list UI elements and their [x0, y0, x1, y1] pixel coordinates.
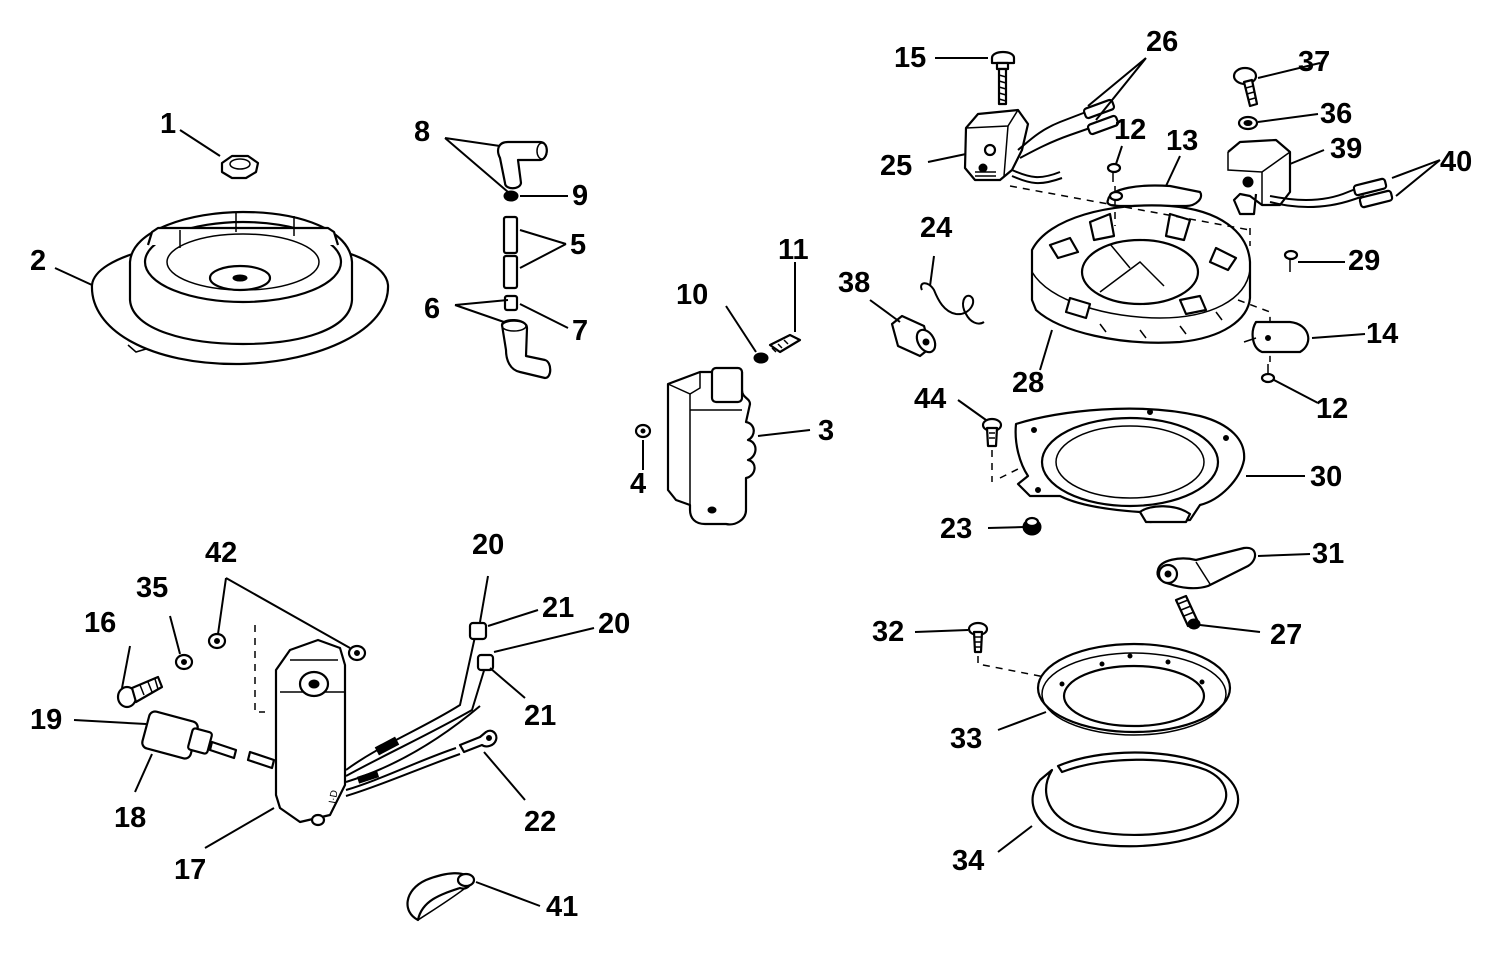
callout-26: 26: [1146, 26, 1178, 58]
sensor-39: [1227, 138, 1292, 216]
callout-42: 42: [205, 537, 237, 569]
callout-9: 9: [572, 180, 588, 212]
ring-terminal-22: [458, 729, 498, 754]
callout-27: 27: [1270, 619, 1302, 651]
washer-42b: [347, 644, 367, 662]
callout-18: 18: [114, 802, 146, 834]
callout-31: 31: [1312, 538, 1344, 570]
callout-25: 25: [880, 150, 912, 182]
screw-12a: [1106, 162, 1122, 182]
screw-29: [1283, 249, 1299, 272]
callout-32: 32: [872, 616, 904, 648]
screw-11: [768, 333, 802, 354]
callout-24: 24: [920, 212, 952, 244]
cover-14: [1243, 320, 1310, 354]
callout-15: 15: [894, 42, 926, 74]
callout-20b: 20: [598, 608, 630, 640]
callout-39: 39: [1330, 133, 1362, 165]
callout-19: 19: [30, 704, 62, 736]
callout-11: 11: [778, 234, 809, 266]
callout-44: 44: [914, 383, 946, 415]
timer-base-sensor-25: [963, 108, 1030, 182]
callout-37: 37: [1298, 46, 1330, 78]
spark-plug-boot-upper: [497, 140, 548, 190]
ring-plate-33: [1036, 642, 1232, 736]
armature-plate-28: [1030, 204, 1252, 344]
clip-24: [920, 282, 985, 325]
retaining-ring-34: [1031, 751, 1240, 848]
power-pack-wires: [345, 631, 487, 797]
spring-part: [503, 190, 519, 202]
mounting-plate-30: [1014, 407, 1246, 524]
leader-lines: [54, 57, 1441, 907]
clamp-41: [406, 872, 476, 922]
callout-8: 8: [414, 116, 430, 148]
callout-14: 14: [1366, 318, 1398, 350]
callout-20a: 20: [472, 529, 504, 561]
callout-16: 16: [84, 607, 116, 639]
callout-10: 10: [676, 279, 708, 311]
callout-33: 33: [950, 723, 982, 755]
ignition-coil-part: [666, 366, 757, 526]
callout-4: 4: [630, 468, 646, 500]
callout-22: 22: [524, 806, 556, 838]
washer-42a: [207, 632, 227, 650]
screw-27: [1174, 594, 1201, 630]
callout-41: 41: [546, 891, 578, 923]
nut-part: [220, 154, 260, 180]
callout-17: 17: [174, 854, 206, 886]
retainer-13: [1106, 184, 1203, 208]
screw-12b: [1260, 364, 1276, 384]
power-pack-part: I·D: [274, 638, 347, 827]
washer-4: [634, 423, 652, 439]
callout-6: 6: [424, 293, 440, 325]
callout-12a: 12: [1114, 114, 1146, 146]
screw-15: [990, 50, 1016, 106]
callout-21a: 21: [542, 592, 574, 624]
callout-38: 38: [838, 267, 870, 299]
washer-35: [174, 653, 194, 671]
washer-10: [753, 352, 769, 364]
bolt-16: [116, 675, 164, 709]
callout-28: 28: [1012, 367, 1044, 399]
callout-1: 1: [160, 108, 176, 140]
throttle-cam-31: [1156, 546, 1257, 590]
svg-text:I·D: I·D: [327, 789, 340, 804]
callout-7: 7: [572, 315, 588, 347]
connector-plug: [141, 710, 276, 770]
terminal-20b: [476, 653, 495, 672]
terminal-upper: [502, 215, 519, 255]
callout-21b: 21: [524, 700, 556, 732]
alignment-line-a: [1009, 185, 1251, 231]
callout-30: 30: [1310, 461, 1342, 493]
alignment-line-32: [977, 656, 1061, 681]
callout-5: 5: [570, 229, 586, 261]
callout-labels: 1 2 8 9 5 6 7 10 11 3 4 15 26 25 12 13 3…: [30, 26, 1472, 923]
callout-12b: 12: [1316, 393, 1348, 425]
callout-29: 29: [1348, 245, 1380, 277]
terminal-20a: [468, 621, 488, 641]
callout-40: 40: [1440, 146, 1472, 178]
callout-3: 3: [818, 415, 834, 447]
bolt-44: [981, 417, 1003, 448]
nut-23: [1022, 516, 1042, 536]
flywheel-part: [90, 210, 390, 366]
plug-38: [890, 314, 937, 358]
spark-plug-boot-lower: [500, 319, 552, 380]
washer-36: [1237, 115, 1259, 131]
terminal-lower: [502, 254, 519, 290]
callout-36: 36: [1320, 98, 1352, 130]
sensor-leads-40: [1269, 177, 1394, 209]
callout-23: 23: [940, 513, 972, 545]
connector-small: [503, 294, 519, 312]
screw-37: [1232, 66, 1259, 108]
callout-34: 34: [952, 845, 984, 877]
screw-32: [967, 621, 989, 654]
alignment-line-42: [254, 625, 265, 713]
callout-13: 13: [1166, 125, 1198, 157]
callout-2: 2: [30, 245, 46, 277]
callout-35: 35: [136, 572, 168, 604]
